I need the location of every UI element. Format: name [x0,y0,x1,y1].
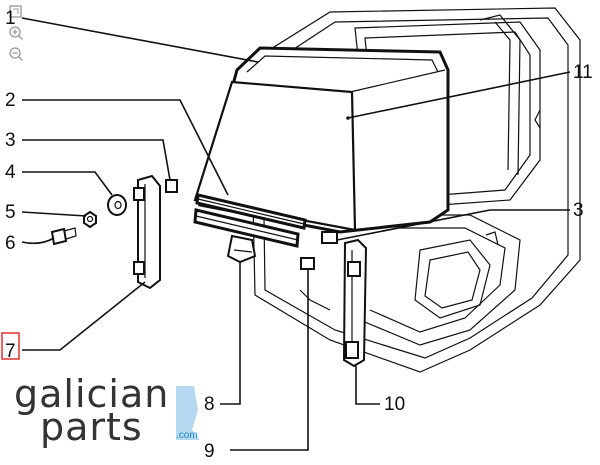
window-guide-10[interactable] [342,238,368,368]
washer-4[interactable] [107,194,127,216]
clip-3-left[interactable] [165,179,178,193]
zoom-out-icon[interactable] [8,46,24,62]
fit-icon[interactable] [8,4,24,20]
callout-9[interactable]: 9 [204,441,215,462]
callout-5[interactable]: 5 [5,202,16,223]
callout-8[interactable]: 8 [204,394,215,415]
callout-3-right[interactable]: 3 [573,200,584,221]
screw-6[interactable] [50,227,77,246]
logo-emblem-icon [176,386,200,440]
lifter-bracket-8[interactable] [226,234,257,264]
logo-suffix: .com [176,430,198,441]
callout-10[interactable]: 10 [384,394,405,415]
nut-5[interactable] [83,210,97,229]
logo-line2: parts [40,405,143,449]
callout-4[interactable]: 4 [5,162,16,183]
leader-lines [21,17,571,451]
callout-11[interactable]: 11 [573,62,593,83]
clip-3-right[interactable] [321,231,338,244]
callout-labels: 1 2 3 4 5 6 7 8 9 10 11 3 [1,8,593,462]
window-guide-7[interactable] [133,174,161,290]
logo: galician parts .com [14,372,200,449]
glass-channel-2[interactable] [193,193,307,248]
callout-3-left[interactable]: 3 [5,130,16,151]
callout-7[interactable]: 7 [5,341,16,362]
callout-1[interactable]: 1 [5,8,16,29]
clip-9[interactable] [300,257,315,270]
window-glass-11[interactable] [193,46,450,234]
zoom-in-icon[interactable] [8,25,24,41]
selected-callout-highlight [1,332,20,360]
callout-2[interactable]: 2 [5,90,16,111]
callout-6[interactable]: 6 [5,233,16,254]
logo-line1: galician [14,372,169,416]
